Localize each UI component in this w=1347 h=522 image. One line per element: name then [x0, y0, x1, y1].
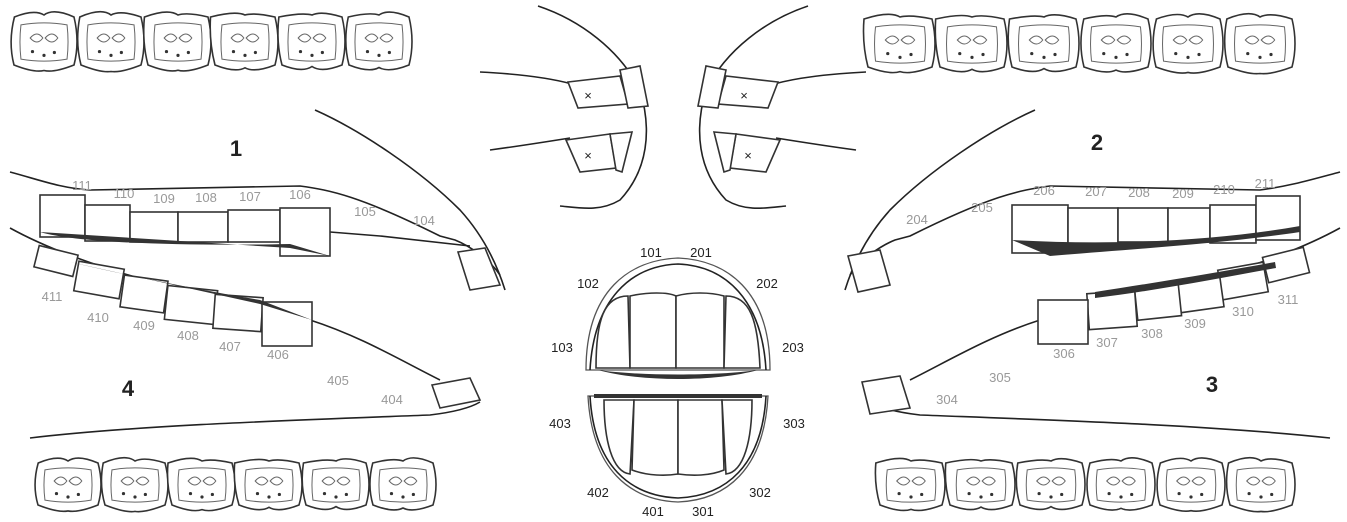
tooth-label: 409: [133, 318, 155, 333]
tooth-label: 206: [1033, 183, 1055, 198]
occlusal-row-lower-right: [875, 458, 1295, 512]
occlusal-tooth: [1225, 14, 1295, 74]
tooth-label: 211: [1255, 176, 1276, 191]
tooth-label: 109: [153, 191, 175, 206]
tooth-label: 403: [549, 416, 571, 431]
front-view-incisors: [586, 258, 770, 502]
tooth-label: 105: [354, 204, 376, 219]
incisor-mark: ×: [740, 88, 748, 103]
tooth-label: 209: [1172, 186, 1194, 201]
tooth-label: 201: [690, 245, 712, 260]
tooth-label: 406: [267, 347, 289, 362]
tooth-label: 110: [114, 186, 135, 201]
tooth-label: 205: [971, 200, 993, 215]
tooth-label: 306: [1053, 346, 1075, 361]
tooth-label: 410: [87, 310, 109, 325]
tooth-label: 107: [239, 189, 261, 204]
occlusal-row-lower-left: [35, 458, 436, 512]
tooth-label: 308: [1141, 326, 1163, 341]
tooth-label: 207: [1085, 184, 1107, 199]
occlusal-tooth: [35, 458, 101, 511]
tooth-label: 402: [587, 485, 609, 500]
incisor-insets: × × × ×: [480, 6, 866, 208]
tooth-label: 111: [72, 178, 92, 193]
tooth-label: 405: [327, 373, 349, 388]
occlusal-tooth: [1153, 14, 1223, 73]
tooth-label: 202: [756, 276, 778, 291]
quadrant-label-3: 3: [1206, 372, 1218, 397]
tooth-label: 302: [749, 485, 771, 500]
occlusal-tooth: [11, 12, 77, 71]
tooth-label: 210: [1213, 182, 1235, 197]
tooth-label: 301: [692, 504, 714, 519]
tooth-label: 208: [1128, 185, 1150, 200]
quadrant-label-4: 4: [122, 376, 135, 401]
tooth-label: 309: [1184, 316, 1206, 331]
occlusal-row-upper-left: [11, 12, 412, 72]
tooth-label: 411: [42, 289, 63, 304]
tooth-label: 103: [551, 340, 573, 355]
occlusal-tooth: [78, 12, 144, 72]
incisor-mark: ×: [744, 148, 752, 163]
tooth-label: 401: [642, 504, 664, 519]
side-view-quadrant-4: [10, 228, 480, 438]
tooth-label: 307: [1096, 335, 1118, 350]
tooth-label: 104: [413, 213, 435, 228]
incisor-mark: ×: [584, 88, 592, 103]
tooth-label: 407: [219, 339, 241, 354]
tooth-label: 101: [640, 245, 662, 260]
quadrant-label-1: 1: [230, 136, 242, 161]
occlusal-row-upper-right: [863, 14, 1295, 74]
tooth-label: 408: [177, 328, 199, 343]
tooth-label: 204: [906, 212, 928, 227]
tooth-label: 303: [783, 416, 805, 431]
tooth-label: 102: [577, 276, 599, 291]
tooth-label: 203: [782, 340, 804, 355]
tooth-label: 310: [1232, 304, 1254, 319]
quadrant-label-2: 2: [1091, 130, 1103, 155]
tooth-label: 404: [381, 392, 403, 407]
occlusal-tooth: [1157, 458, 1225, 511]
tooth-label: 304: [936, 392, 958, 407]
incisor-mark: ×: [584, 148, 592, 163]
side-view-quadrant-3: [862, 228, 1340, 438]
occlusal-tooth: [1227, 458, 1295, 512]
tooth-label: 106: [289, 187, 311, 202]
tooth-label: 311: [1278, 292, 1299, 307]
tooth-label: 108: [195, 190, 217, 205]
tooth-label: 305: [989, 370, 1011, 385]
